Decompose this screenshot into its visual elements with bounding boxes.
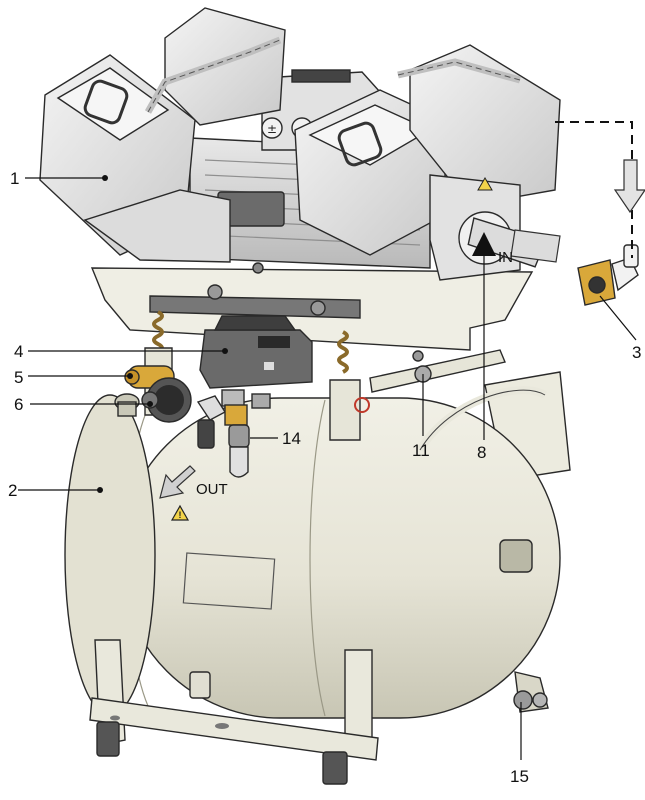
cylinder-head-rear-left [164, 7, 286, 126]
callout-4: 4 [14, 342, 23, 361]
flow-down-arrow-icon [613, 159, 645, 214]
outlet-label: OUT [196, 481, 228, 498]
callout-1: 1 [10, 169, 19, 188]
inlet-label: IN [498, 249, 513, 266]
callout-15: 15 [510, 767, 529, 786]
tank-stand [89, 639, 379, 785]
callout-5: 5 [14, 368, 23, 387]
pressure-switch [199, 315, 313, 409]
leader-lines [18, 175, 637, 760]
air-tank: ! [64, 371, 571, 719]
callout-6: 6 [14, 395, 23, 414]
callout-14: 14 [282, 429, 301, 448]
warning-icon: ! [170, 504, 190, 521]
cylinder-head-left [39, 54, 231, 263]
svg-text:!: ! [179, 510, 182, 520]
svg-text:±: ± [267, 122, 277, 136]
inlet-arrow-icon [510, 229, 561, 263]
callout-2: 2 [8, 481, 17, 500]
outlet-arrow-icon [159, 465, 196, 499]
outlet-fitting [196, 395, 250, 478]
callout-3: 3 [632, 343, 641, 362]
callout-11: 11 [412, 441, 430, 460]
rubber-foot [96, 721, 120, 757]
vibration-spring [152, 310, 349, 374]
callout-8: 8 [477, 443, 486, 462]
clamp-band [369, 349, 506, 393]
rating-plate [182, 552, 276, 610]
pressure-gauge [114, 377, 192, 423]
rubber-foot [322, 751, 348, 785]
tank-plug [499, 539, 533, 573]
inlet-fitting [577, 244, 639, 306]
cylinder-head-right [294, 89, 446, 256]
intake-line [555, 121, 633, 258]
drain-valve [513, 671, 549, 713]
